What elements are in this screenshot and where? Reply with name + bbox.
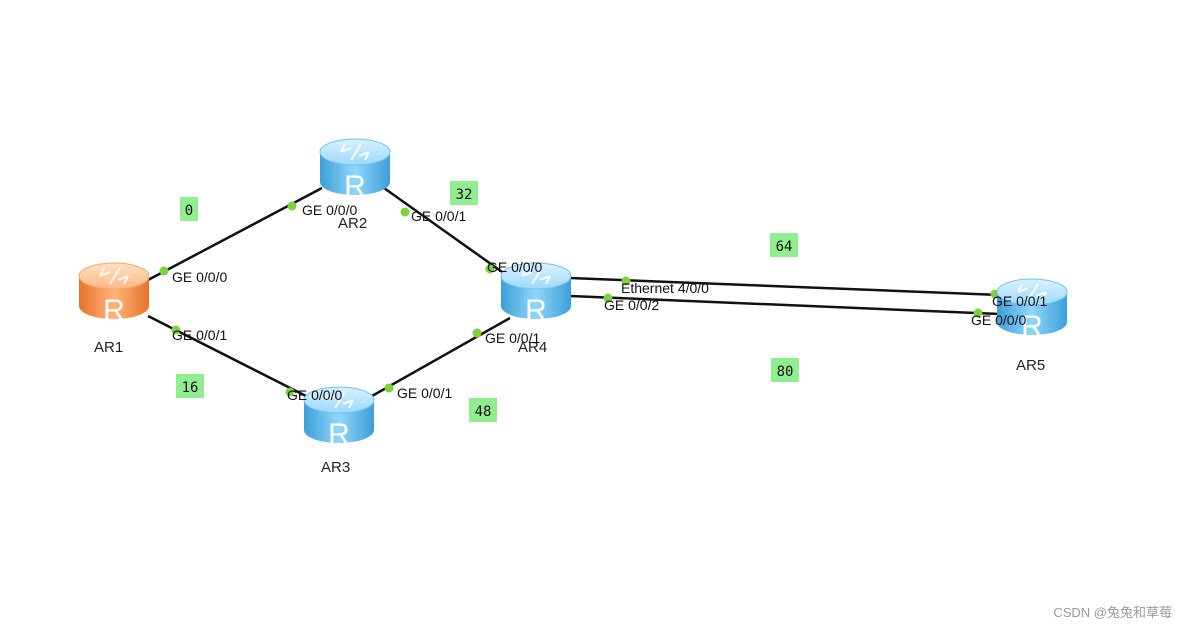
port-label-ar2-ge000: GE 0/0/0 <box>302 202 357 218</box>
port-dot <box>384 383 394 393</box>
port-label-ar4-ethernet400: Ethernet 4/0/0 <box>621 280 709 296</box>
port-label-ar5-ge001: GE 0/0/1 <box>992 293 1047 309</box>
router-glyph: R <box>103 294 125 327</box>
svg-text:0: 0 <box>185 203 193 219</box>
port-label-ar3-ge001: GE 0/0/1 <box>397 385 452 401</box>
svg-text:32: 32 <box>456 187 473 203</box>
svg-text:64: 64 <box>776 239 793 255</box>
port-label-ar1-ge001: GE 0/0/1 <box>172 327 227 343</box>
router-ar1[interactable]: R <box>78 262 150 327</box>
port-dots <box>159 201 1000 397</box>
router-glyph: R <box>328 418 350 451</box>
port-label-ar2-ge001: GE 0/0/1 <box>411 208 466 224</box>
port-dot <box>159 266 169 276</box>
router-glyph: R <box>525 294 547 327</box>
link-ar4-ar5-ge[interactable] <box>569 294 1001 316</box>
link-ar1-ar2[interactable] <box>147 186 323 282</box>
badge-48: 48 <box>469 398 497 422</box>
badge-32: 32 <box>450 181 478 205</box>
port-dot <box>400 207 410 217</box>
watermark: CSDN @兔兔和草莓 <box>1053 605 1172 620</box>
links <box>147 186 1001 398</box>
badge-16: 16 <box>176 374 204 398</box>
port-dot <box>485 264 495 274</box>
port-dot <box>621 276 631 286</box>
router-name-ar1: AR1 <box>94 339 123 356</box>
port-label-ar4-ge002: GE 0/0/2 <box>604 297 659 313</box>
svg-text:80: 80 <box>777 364 794 380</box>
router-name-ar4: AR4 <box>518 339 547 356</box>
badge-64: 64 <box>770 233 798 257</box>
router-name-ar2: AR2 <box>338 215 367 232</box>
router-name-ar5: AR5 <box>1016 357 1045 374</box>
badge-80: 80 <box>771 358 799 382</box>
svg-text:48: 48 <box>475 404 492 420</box>
port-dot <box>287 201 297 211</box>
router-glyph: R <box>344 170 366 203</box>
link-ar3-ar4[interactable] <box>371 316 511 398</box>
router-ar4[interactable]: R <box>500 262 572 327</box>
port-dot <box>171 325 181 335</box>
port-label-ar5-ge000: GE 0/0/0 <box>971 312 1026 328</box>
router-glyph: R <box>1021 310 1043 343</box>
router-ar2[interactable]: R <box>319 138 391 203</box>
badge-0: 0 <box>180 197 198 221</box>
link-ar2-ar4[interactable] <box>383 186 506 276</box>
port-dot <box>285 387 295 397</box>
svg-text:16: 16 <box>182 380 199 396</box>
port-label-ar4-ge001: GE 0/0/1 <box>485 330 540 346</box>
port-label-ar3-ge000: GE 0/0/0 <box>287 387 342 403</box>
router-name-ar3: AR3 <box>321 459 350 476</box>
router-ar5[interactable]: R <box>996 278 1068 343</box>
port-label-ar1-ge000: GE 0/0/0 <box>172 269 227 285</box>
port-dot <box>973 308 983 318</box>
port-dot <box>603 293 613 303</box>
link-ar4-ar5-ethernet[interactable] <box>569 276 1001 297</box>
router-ar3[interactable]: R <box>303 386 375 451</box>
port-dot <box>472 328 482 338</box>
port-label-ar4-ge000: GE 0/0/0 <box>487 259 542 275</box>
